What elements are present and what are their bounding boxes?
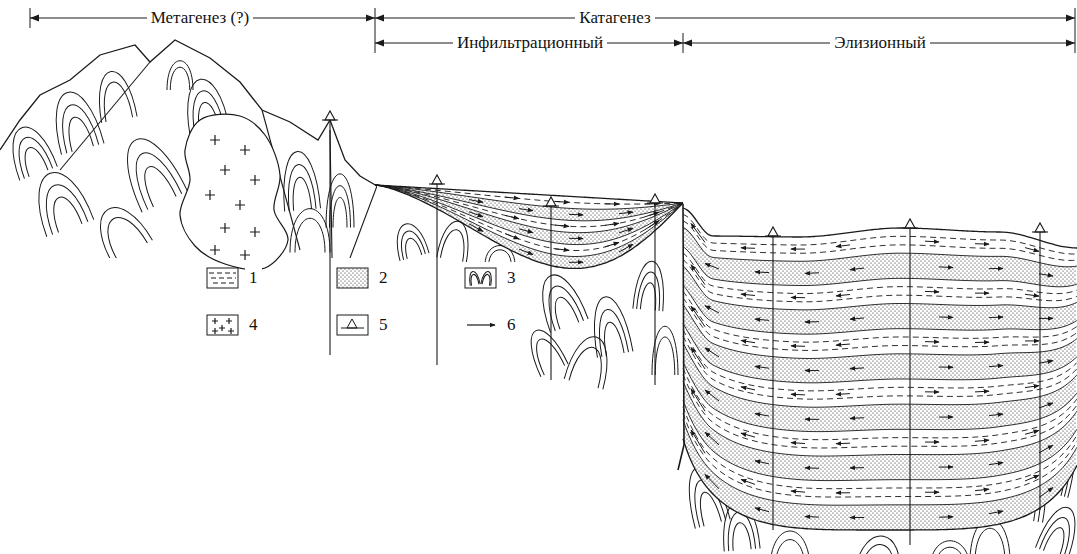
zone-label: Катагенез <box>575 8 654 28</box>
fault-line <box>678 204 684 470</box>
legend-swatch <box>465 268 496 288</box>
zone-label: Метагенез (?) <box>147 8 254 28</box>
legend-number: 2 <box>375 268 392 288</box>
granite-intrusion <box>180 114 288 270</box>
legend-swatch <box>337 268 368 288</box>
legend-swatch <box>207 268 238 288</box>
legend-swatch <box>337 315 368 335</box>
zone-label: Элизионный <box>830 33 930 53</box>
legend-number: 5 <box>375 315 392 335</box>
legend-swatch <box>207 315 238 335</box>
legend-number: 3 <box>503 268 520 288</box>
legend-number: 4 <box>245 315 262 335</box>
elision-basin <box>683 208 1077 530</box>
legend-swatch <box>467 325 495 326</box>
infiltration-basin <box>375 185 683 268</box>
legend-number: 6 <box>503 315 520 335</box>
wells <box>322 111 1048 545</box>
legend-number: 1 <box>245 268 262 288</box>
zone-brackets <box>30 8 1075 53</box>
zone-label: Инфильтрационный <box>453 33 607 53</box>
zone-bracket <box>375 18 1075 19</box>
